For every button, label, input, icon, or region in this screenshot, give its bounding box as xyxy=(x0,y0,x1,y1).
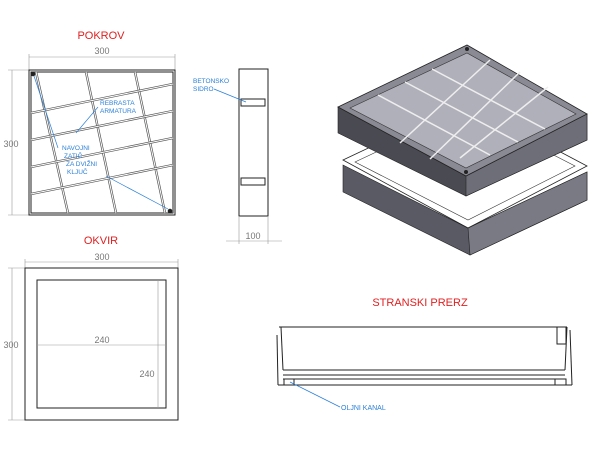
frame-width-dim: 300 xyxy=(94,252,109,262)
section-title: STRANSKI PRERZ xyxy=(372,297,468,309)
cover-depth-dim: 100 xyxy=(245,231,260,241)
cover-height-dim: 300 xyxy=(3,139,18,149)
frame-title: OKVIR xyxy=(84,235,118,247)
frame-plan-view: OKVIR 300 300 240 240 xyxy=(3,235,179,421)
frame-inner-width-dim: 240 xyxy=(94,335,109,345)
rebar-grid-3d xyxy=(377,59,549,160)
cover-width-dim: 300 xyxy=(94,46,109,56)
frame-inner-height-dim: 240 xyxy=(139,369,154,379)
rebar-grid xyxy=(30,71,174,214)
cover-title: POKROV xyxy=(77,30,125,42)
frame-height-dim: 300 xyxy=(3,340,18,350)
lifting-pin-icon xyxy=(167,208,173,214)
oil-channel-note: OLJNI KANAL xyxy=(341,405,386,412)
isometric-view xyxy=(337,44,588,256)
side-section-view: STRANSKI PRERZ OLJNI KANAL xyxy=(276,297,573,412)
lifting-pin-icon xyxy=(30,71,36,77)
